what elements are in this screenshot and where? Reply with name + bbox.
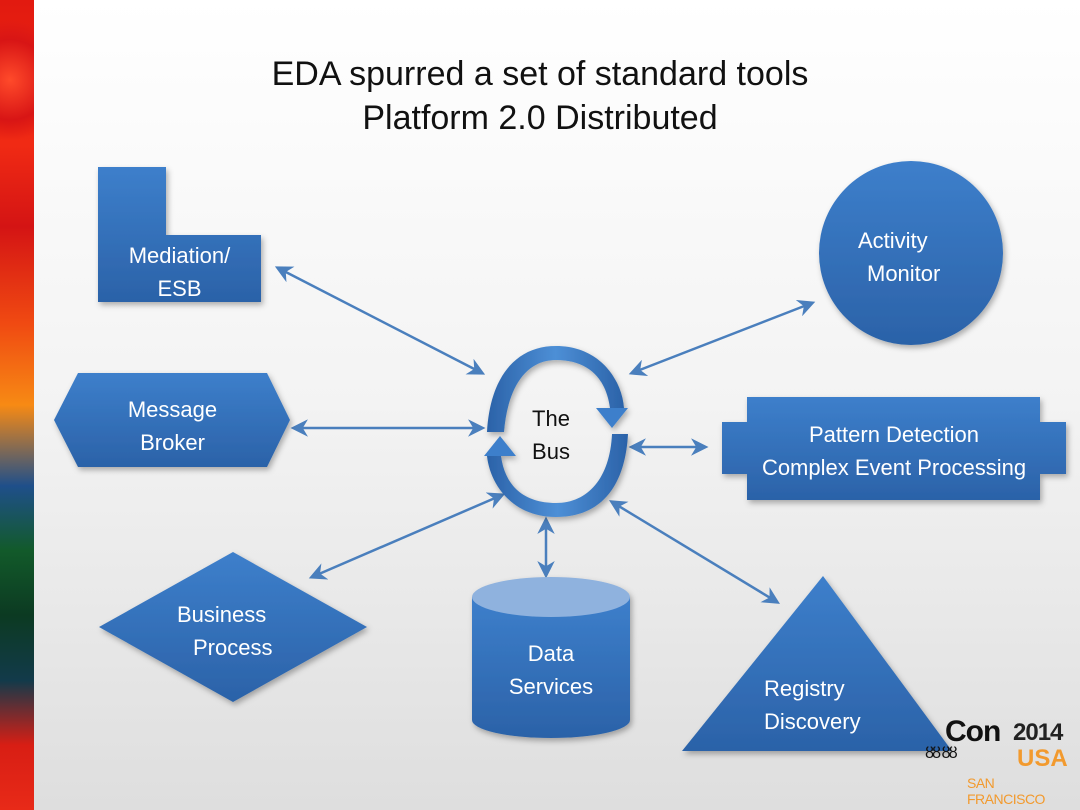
- slide-title: EDA spurred a set of standard tools Plat…: [0, 52, 1080, 140]
- business-label: Business Process: [160, 598, 310, 664]
- people-icon: ȣȣ ȣȣ: [925, 745, 958, 762]
- business-shape[interactable]: [99, 552, 367, 702]
- registry-label-line2: Discovery: [764, 709, 861, 734]
- activity-shape[interactable]: [819, 161, 1003, 345]
- business-label-line1: Business: [177, 602, 267, 627]
- activity-label-line2: Monitor: [867, 261, 941, 286]
- data-shape[interactable]: [472, 577, 630, 738]
- broker-shape[interactable]: [54, 373, 290, 467]
- broker-label-line2: Broker: [140, 430, 205, 455]
- edge-business-bus: [308, 492, 506, 580]
- pattern-label-line2: Complex Event Processing: [761, 455, 1027, 480]
- pattern-label-line1: Pattern Detection: [809, 422, 979, 447]
- mediation-label: Mediation/ ESB: [98, 239, 261, 305]
- activity-label-line1: Activity: [858, 228, 928, 253]
- data-label: Data Services: [472, 637, 630, 703]
- edge-activity-bus: [628, 299, 816, 377]
- activity-label: Activity Monitor: [850, 224, 970, 290]
- bus-label-line2: Bus: [532, 439, 570, 464]
- conference-logo: Con 2014 ȣȣ ȣȣ USA SAN FRANCISCO: [925, 715, 1068, 807]
- registry-label: Registry Discovery: [764, 672, 904, 738]
- logo-city: SAN FRANCISCO: [967, 775, 1045, 807]
- mediation-label-line1: Mediation/: [128, 243, 231, 268]
- broker-label: Message Broker: [78, 393, 267, 459]
- title-line-2: Platform 2.0 Distributed: [362, 99, 718, 137]
- bus-circular-arrows-icon[interactable]: [484, 346, 628, 517]
- edge-mediation-bus: [274, 266, 486, 375]
- bus-label-line1: The: [532, 406, 570, 431]
- edge-registry-bus: [609, 500, 780, 604]
- bus-label: The Bus: [511, 402, 591, 468]
- registry-label-line1: Registry: [764, 676, 845, 701]
- pattern-label: Pattern Detection Complex Event Processi…: [722, 418, 1066, 484]
- pattern-shape[interactable]: [722, 397, 1066, 500]
- business-label-line2: Process: [193, 635, 273, 660]
- data-label-line2: Services: [508, 674, 594, 699]
- title-line-1: EDA spurred a set of standard tools: [271, 55, 809, 93]
- mediation-shape[interactable]: [98, 167, 261, 302]
- edges: [274, 266, 816, 604]
- logo-country: USA: [1017, 745, 1068, 772]
- data-label-line1: Data: [527, 641, 575, 666]
- logo-year: 2014: [1013, 719, 1063, 746]
- mediation-label-line2: ESB: [157, 276, 202, 301]
- broker-label-line1: Message: [127, 397, 218, 422]
- decorative-side-stripe: [0, 0, 34, 810]
- registry-shape[interactable]: [682, 576, 952, 751]
- logo-brand: Con: [945, 715, 1001, 748]
